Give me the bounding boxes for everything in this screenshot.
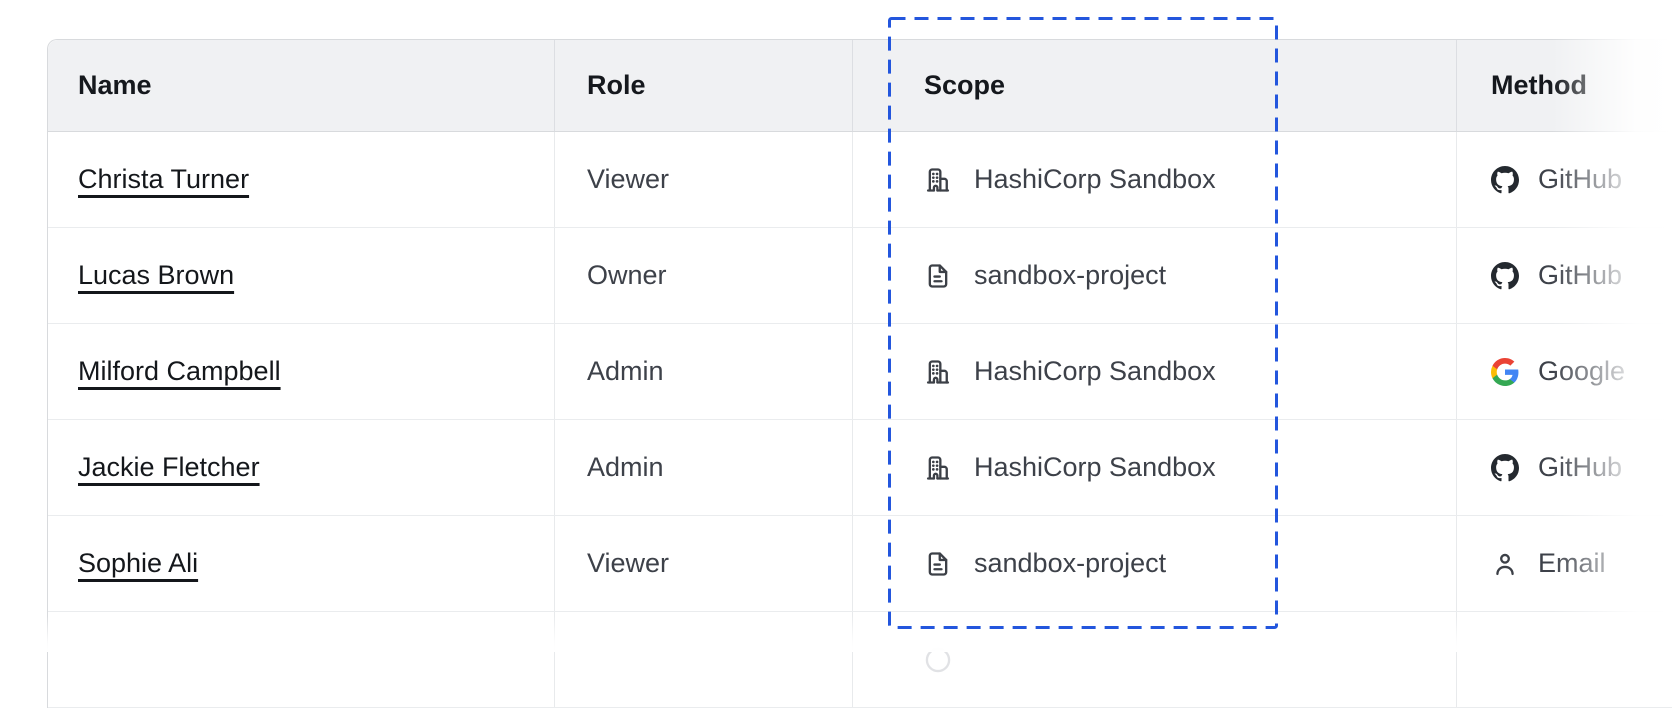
scope-value: sandbox-project [974,260,1167,290]
member-name-link[interactable]: Jackie Fletcher [78,452,260,482]
members-table: Name Role Scope Method Christa Turner Vi… [47,39,1672,708]
method-cell: GitHub [1456,228,1672,323]
scope-cell [852,612,1456,707]
org-building-icon [926,455,950,480]
member-name-link[interactable]: Sophie Ali [78,548,199,578]
role-value: Viewer [587,164,670,194]
table-row: Christa Turner Viewer HashiCorp Sandbox … [48,132,1672,228]
method-value: GitHub [1538,164,1623,194]
scope-cell: HashiCorp Sandbox [852,132,1456,227]
org-building-icon [926,167,950,192]
scope-cell: sandbox-project [852,228,1456,323]
column-header-name: Name [78,70,152,100]
role-cell: Owner [554,228,852,323]
method-cell [1456,612,1672,707]
role-cell: Admin [554,324,852,419]
scope-cell: HashiCorp Sandbox [852,324,1456,419]
member-name-link[interactable]: Milford Campbell [78,356,281,386]
github-icon [1491,165,1519,193]
file-document-icon [928,551,948,576]
column-header-scope: Scope [852,40,1456,131]
role-cell [554,612,852,707]
file-document-icon [928,263,948,288]
role-value: Owner [587,260,667,290]
member-name-link[interactable]: Lucas Brown [78,260,235,290]
name-cell: Milford Campbell [48,324,554,419]
scope-cell: HashiCorp Sandbox [852,420,1456,515]
method-cell: GitHub [1456,132,1672,227]
scope-cell: sandbox-project [852,516,1456,611]
method-cell: Google [1456,324,1672,419]
method-cell: Email [1456,516,1672,611]
table-row-partial [48,612,1672,708]
name-cell: Jackie Fletcher [48,420,554,515]
scope-value: HashiCorp Sandbox [974,164,1216,194]
google-icon [1491,357,1519,386]
role-value: Admin [587,452,664,482]
role-cell: Viewer [554,516,852,611]
method-value: GitHub [1538,260,1623,290]
table-row: Lucas Brown Owner sandbox-project GitHub [48,228,1672,324]
table-row: Jackie Fletcher Admin HashiCorp Sandbox … [48,420,1672,516]
role-cell: Viewer [554,132,852,227]
table-header-row: Name Role Scope Method [48,40,1672,132]
column-header-method: Method [1456,40,1672,131]
role-value: Viewer [587,548,670,578]
column-header-role: Role [554,40,852,131]
scope-value: sandbox-project [974,548,1167,578]
github-icon [1491,261,1519,289]
scope-value: HashiCorp Sandbox [974,356,1216,386]
name-cell [48,612,554,707]
name-cell: Christa Turner [48,132,554,227]
method-cell: GitHub [1456,420,1672,515]
name-cell: Sophie Ali [48,516,554,611]
github-icon [1491,453,1519,481]
name-cell: Lucas Brown [48,228,554,323]
method-value: Email [1538,548,1606,578]
scope-value: HashiCorp Sandbox [974,452,1216,482]
email-person-icon [1496,553,1514,575]
role-cell: Admin [554,420,852,515]
table-row: Milford Campbell Admin HashiCorp Sandbox… [48,324,1672,420]
member-name-link[interactable]: Christa Turner [78,164,250,194]
scope-icon-partial [925,647,951,672]
role-value: Admin [587,356,664,386]
method-value: GitHub [1538,452,1623,482]
method-value: Google [1538,356,1626,386]
table-row: Sophie Ali Viewer sandbox-project Email [48,516,1672,612]
org-building-icon [926,359,950,384]
